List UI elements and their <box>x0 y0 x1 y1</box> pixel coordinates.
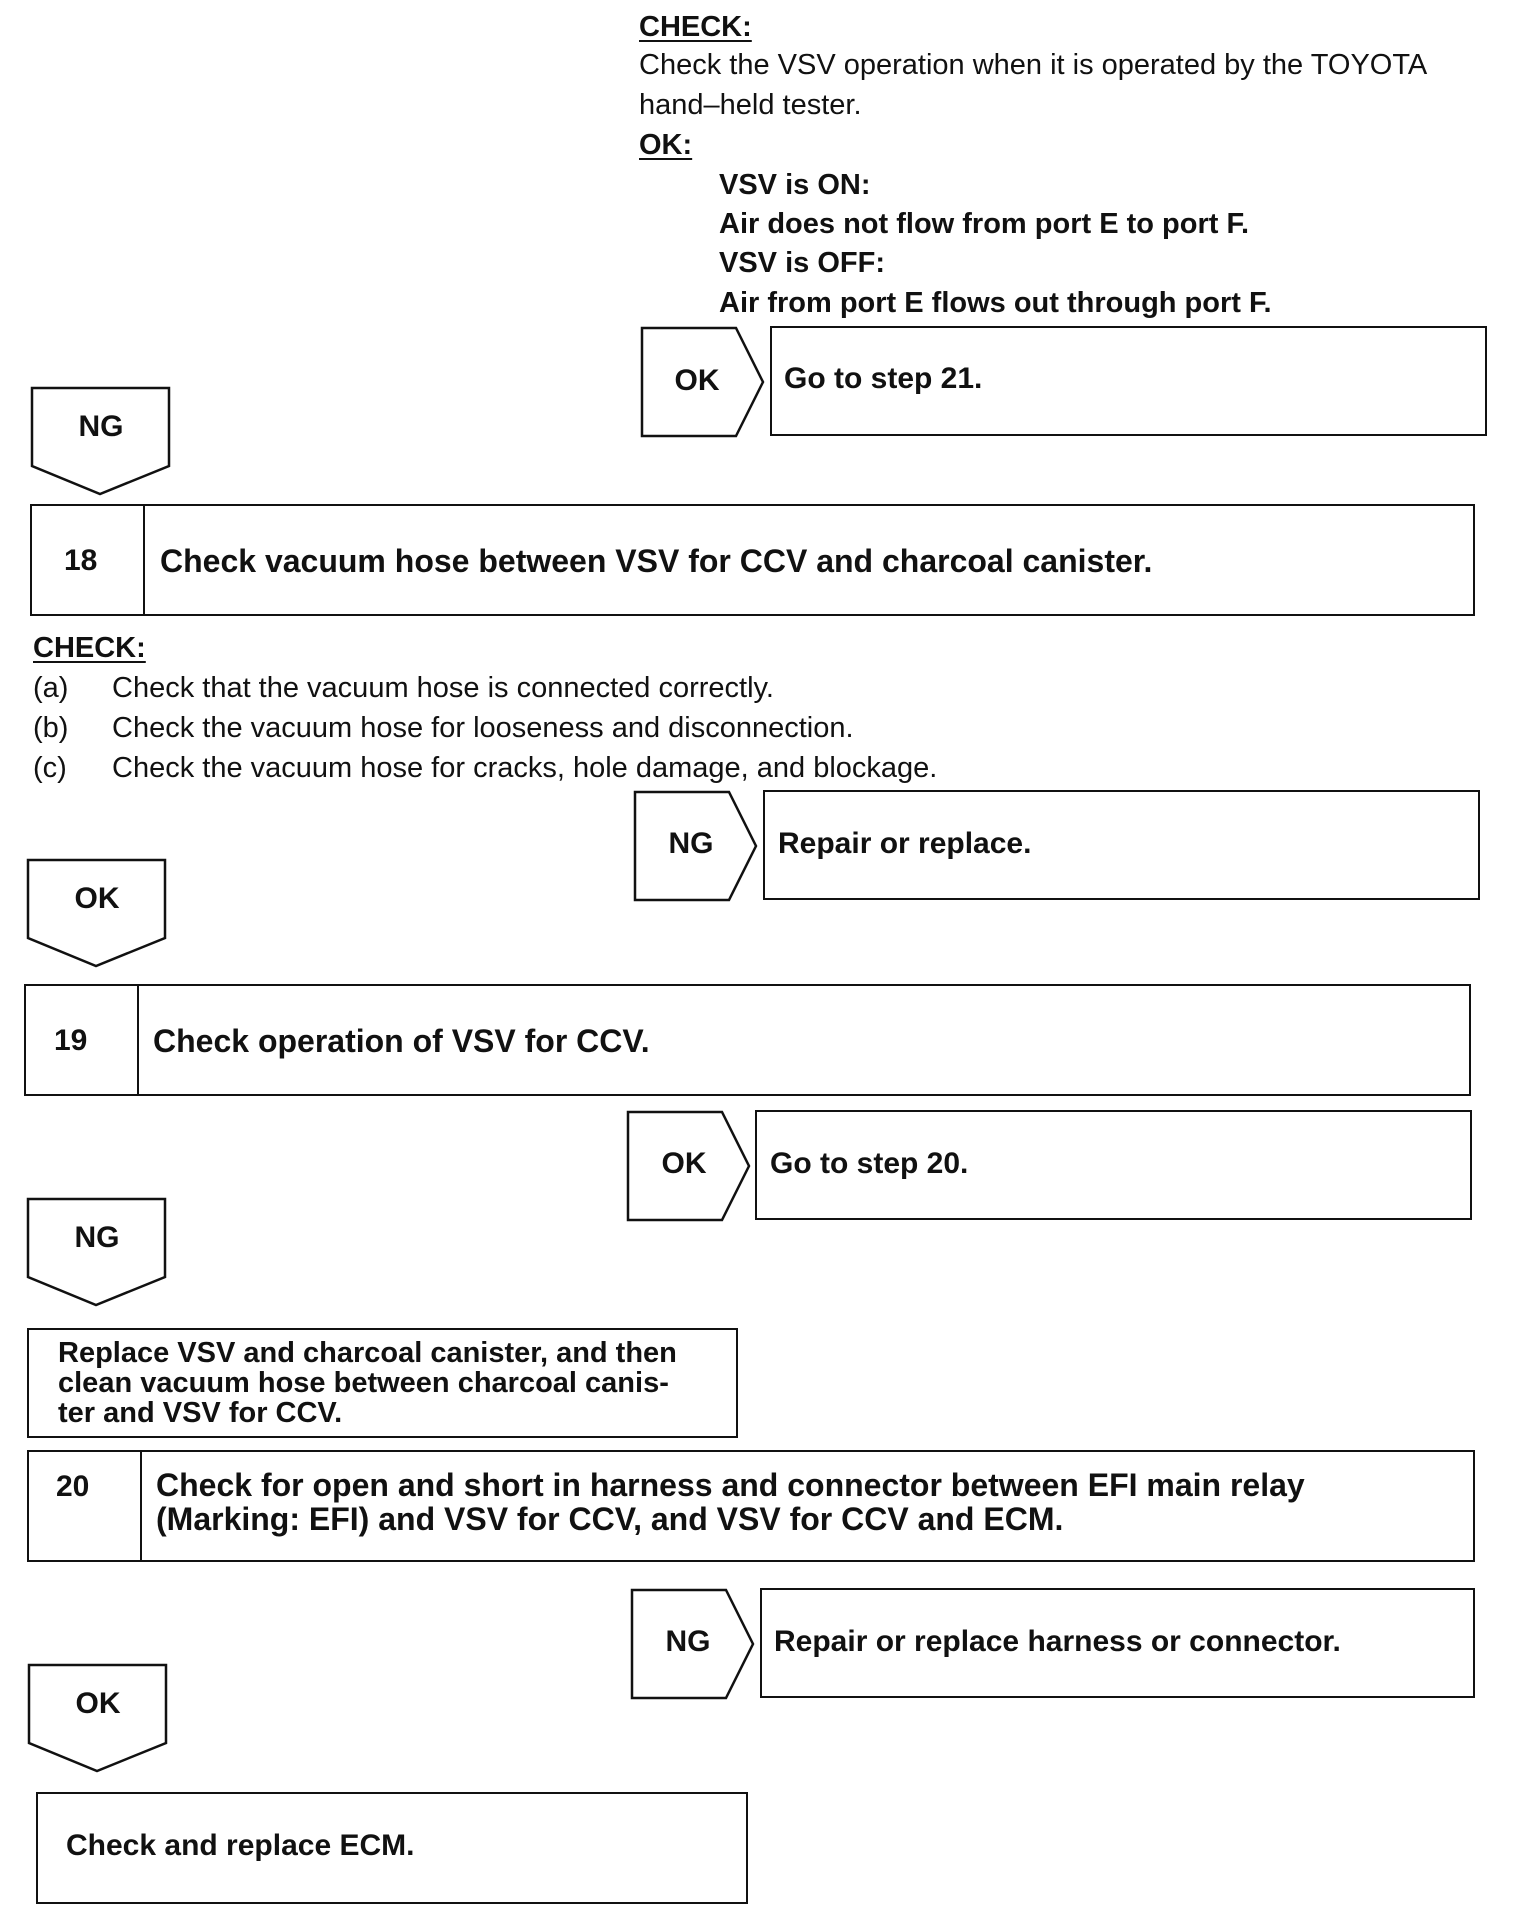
check-instruction-line-2: hand–held tester. <box>639 89 862 121</box>
ok-right-arrow-icon <box>626 1110 751 1222</box>
action-box-replace-vsv-canister: Replace VSV and charcoal canister, and t… <box>27 1328 738 1438</box>
action-box-replace-ecm <box>36 1792 748 1904</box>
ok-down-arrow-icon <box>27 1663 168 1773</box>
step-title: Check vacuum hose between VSV for CCV an… <box>160 543 1153 579</box>
ok-down-arrow-icon <box>26 858 167 968</box>
check-item-b-text: Check the vacuum hose for looseness and … <box>112 712 854 744</box>
ok-condition-line-2: Air does not flow from port E to port F. <box>719 208 1250 240</box>
ng-down-arrow-icon <box>26 1197 167 1307</box>
check-item-a-marker: (a) <box>33 672 69 704</box>
ok-label: OK <box>661 1147 707 1180</box>
ng-down-arrow-icon <box>30 386 171 496</box>
ng-label: NG <box>78 410 124 443</box>
step-number: 18 <box>32 506 145 614</box>
result-box-repair-or-replace <box>763 790 1480 900</box>
step-title: Check operation of VSV for CCV. <box>153 1023 650 1059</box>
step-19-box: 19 Check operation of VSV for CCV. <box>24 984 1471 1096</box>
result-go-to-step-20: Go to step 20. <box>770 1147 969 1180</box>
step-20-box: 20 Check for open and short in harness a… <box>27 1450 1475 1562</box>
ng-right-arrow-icon <box>630 1588 755 1700</box>
step-number: 20 <box>29 1452 142 1560</box>
ok-condition-line-4: Air from port E flows out through port F… <box>719 287 1272 319</box>
result-repair-or-replace: Repair or replace. <box>778 827 1032 860</box>
ng-label: NG <box>74 1221 120 1254</box>
step-18-box: 18 Check vacuum hose between VSV for CCV… <box>30 504 1475 616</box>
check-item-c-marker: (c) <box>33 752 67 784</box>
action-line-3: ter and VSV for CCV. <box>58 1397 343 1429</box>
result-go-to-step-21: Go to step 21. <box>784 362 983 395</box>
ng-label: NG <box>665 1625 711 1658</box>
ng-label: NG <box>668 827 714 860</box>
step-number-text: 19 <box>54 1024 88 1057</box>
ok-condition-line-1: VSV is ON: <box>719 169 871 201</box>
check-item-b-marker: (b) <box>33 712 69 744</box>
ok-condition-line-3: VSV is OFF: <box>719 247 885 279</box>
ok-right-arrow-icon <box>640 326 765 438</box>
check-item-c-text: Check the vacuum hose for cracks, hole d… <box>112 752 938 784</box>
result-repair-harness: Repair or replace harness or connector. <box>774 1625 1341 1658</box>
ok-heading: OK: <box>639 129 693 161</box>
check-heading: CHECK: <box>639 11 752 43</box>
ok-label: OK <box>74 882 120 915</box>
step-18-check-heading: CHECK: <box>33 632 146 664</box>
check-instruction-line-1: Check the VSV operation when it is opera… <box>639 49 1428 81</box>
step-number: 19 <box>26 986 139 1094</box>
result-box-repair-harness <box>760 1588 1475 1698</box>
action-line-1: Replace VSV and charcoal canister, and t… <box>58 1337 677 1369</box>
step-title-line-1: Check for open and short in harness and … <box>156 1467 1305 1503</box>
ok-label: OK <box>674 364 720 397</box>
check-item-a-text: Check that the vacuum hose is connected … <box>112 672 774 704</box>
step-number-text: 20 <box>56 1470 90 1503</box>
step-title-line-2: (Marking: EFI) and VSV for CCV, and VSV … <box>156 1501 1064 1537</box>
result-box-go-to-step-20 <box>755 1110 1472 1220</box>
action-line-2: clean vacuum hose between charcoal canis… <box>58 1367 669 1399</box>
result-box-go-to-step-21 <box>770 326 1487 436</box>
ok-label: OK <box>75 1687 121 1720</box>
action-replace-ecm: Check and replace ECM. <box>66 1829 415 1862</box>
ng-right-arrow-icon <box>633 790 758 902</box>
step-number-text: 18 <box>64 544 98 577</box>
